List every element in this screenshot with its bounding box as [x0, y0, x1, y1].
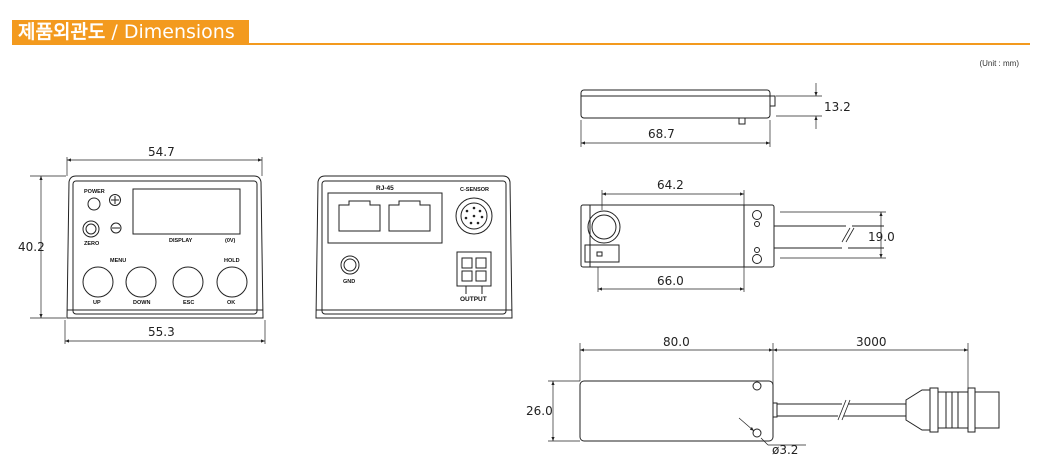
- zero-label: ZERO: [84, 241, 100, 247]
- display-window: [132, 188, 241, 235]
- rj45-label: RJ-45: [376, 185, 394, 192]
- hold-label: HOLD: [224, 258, 240, 264]
- sensor-body: [579, 380, 774, 442]
- output-connector: [456, 251, 492, 287]
- gnd-label: GND: [343, 279, 355, 285]
- screw-icon: [109, 194, 121, 206]
- front-panel: [72, 180, 258, 315]
- output-label: OUTPUT: [460, 296, 487, 303]
- c-sensor-connector: [455, 197, 493, 235]
- title-english: / Dimensions: [111, 21, 235, 43]
- side-length: 68.7: [648, 127, 675, 141]
- front-body-outline: [66, 175, 264, 319]
- mount-hole: [752, 428, 762, 438]
- esc-button: [172, 266, 204, 298]
- zero-button: [82, 220, 100, 238]
- front-top-width: 54.7: [148, 145, 175, 159]
- front-height: 40.2: [18, 240, 45, 254]
- ok-label: OK: [227, 300, 235, 306]
- side-body: [580, 89, 771, 119]
- header: 제품외관도 / Dimensions: [0, 0, 1041, 48]
- title-korean: 제품외관도: [18, 21, 106, 43]
- up-label: UP: [93, 300, 101, 306]
- top-width: 64.2: [657, 178, 684, 192]
- down-button: [125, 266, 157, 298]
- power-label: POWER: [84, 189, 105, 195]
- unit-note: (Unit : mm): [979, 59, 1019, 68]
- bottom-width: 66.0: [657, 274, 684, 288]
- down-label: DOWN: [133, 300, 150, 306]
- rear-body-outline: [315, 175, 513, 319]
- gnd-terminal: [340, 255, 360, 275]
- section-title: 제품외관도 / Dimensions: [12, 20, 249, 45]
- top-view: [580, 190, 886, 292]
- cable-height: 19.0: [868, 230, 895, 244]
- title-underline: [12, 43, 1030, 45]
- hole-diameter: ø3.2: [772, 443, 798, 457]
- ok-button: [216, 266, 248, 298]
- power-button: [87, 197, 101, 211]
- rj45-port: [338, 200, 381, 232]
- connector-ring: [587, 210, 621, 244]
- cable-connector: [905, 389, 931, 431]
- front-view: [30, 157, 266, 344]
- esc-label: ESC: [183, 300, 194, 306]
- display-v-label: (0V): [225, 238, 236, 244]
- screw-icon: [110, 222, 122, 234]
- c-sensor-label: C-SENSOR: [460, 187, 489, 193]
- cable-length: 3000: [856, 335, 887, 349]
- rear-view: [315, 175, 513, 319]
- top-body: [580, 204, 775, 268]
- sensor-length: 80.0: [663, 335, 690, 349]
- side-thickness: 13.2: [824, 100, 851, 114]
- front-bottom-width: 55.3: [148, 325, 175, 339]
- mount-hole: [752, 381, 762, 391]
- sensor-height: 26.0: [526, 404, 553, 418]
- side-view: [580, 83, 822, 147]
- up-button: [82, 266, 114, 298]
- rj45-block: [327, 192, 443, 244]
- rj45-port: [388, 200, 431, 232]
- menu-label: MENU: [110, 258, 126, 264]
- display-label: DISPLAY: [169, 238, 193, 244]
- sensor-view: [548, 343, 1000, 446]
